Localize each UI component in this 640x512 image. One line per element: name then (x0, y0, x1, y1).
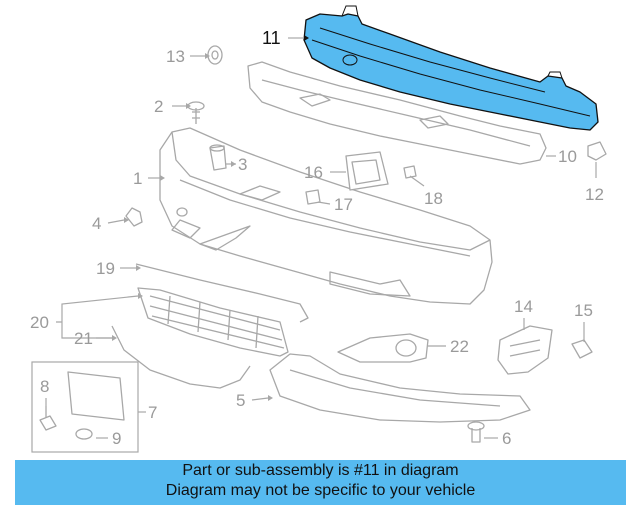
leader-arrowheads (112, 35, 309, 401)
part-13-grommet[interactable] (207, 45, 223, 65)
callout-6[interactable]: 6 (502, 429, 511, 448)
part-20-lower-grille[interactable] (137, 287, 289, 357)
callout-9[interactable]: 9 (112, 429, 121, 448)
part-14-bracket[interactable] (497, 325, 553, 375)
callout-2[interactable]: 2 (154, 97, 163, 116)
part-8-screw[interactable] (39, 406, 57, 431)
callout-12[interactable]: 12 (585, 185, 604, 204)
part-12-clip[interactable] (587, 141, 607, 161)
banner-line-2: Diagram may not be specific to your vehi… (165, 482, 476, 499)
part-15-clip[interactable] (571, 339, 593, 359)
callout-19[interactable]: 19 (96, 259, 115, 278)
part-18-nut[interactable] (403, 165, 417, 179)
callout-7[interactable]: 7 (148, 403, 157, 422)
callout-3[interactable]: 3 (238, 155, 247, 174)
callout-11[interactable]: 11 (262, 28, 281, 48)
part-11-bumper-reinforcement[interactable] (303, 5, 599, 131)
part-3-clip[interactable] (209, 144, 227, 171)
part-21-trim-strip[interactable] (111, 325, 251, 389)
part-9-nut[interactable] (75, 428, 93, 440)
part-10-energy-absorber[interactable] (247, 61, 547, 165)
callout-10[interactable]: 10 (558, 147, 577, 166)
info-banner: Part or sub-assembly is #11 in diagram D… (15, 460, 626, 505)
part-5-lower-spoiler[interactable] (269, 353, 531, 423)
leader-lines (45, 37, 597, 439)
callout-20[interactable]: 20 (30, 313, 49, 332)
part-19-molding[interactable] (135, 263, 309, 323)
callout-13[interactable]: 13 (166, 47, 185, 66)
part-1-bumper-cover[interactable] (159, 127, 493, 305)
part-6-bolt[interactable] (467, 421, 485, 443)
callout-16[interactable]: 16 (304, 163, 323, 182)
callout-14[interactable]: 14 (514, 297, 533, 316)
callout-22[interactable]: 22 (450, 337, 469, 356)
part-2-push-pin[interactable] (187, 101, 205, 124)
banner-line-1: Part or sub-assembly is #11 in diagram (182, 462, 459, 479)
callout-15[interactable]: 15 (574, 301, 593, 320)
part-16-bracket[interactable] (345, 151, 389, 191)
callout-21[interactable]: 21 (74, 329, 93, 348)
callout-5[interactable]: 5 (236, 391, 245, 410)
part-22-fog-bezel[interactable] (337, 333, 429, 363)
callout-4[interactable]: 4 (92, 214, 101, 233)
part-7-license-bracket-group[interactable] (31, 361, 139, 453)
callout-1[interactable]: 1 (133, 169, 142, 188)
callout-8[interactable]: 8 (40, 377, 49, 396)
part-4-cap[interactable] (125, 207, 143, 227)
callout-labels: 13 2 3 1 4 5 6 7 8 9 10 11 12 14 15 16 1… (30, 28, 604, 448)
part-17-screw[interactable] (305, 189, 321, 205)
callout-17[interactable]: 17 (334, 195, 353, 214)
callout-18[interactable]: 18 (424, 189, 443, 208)
